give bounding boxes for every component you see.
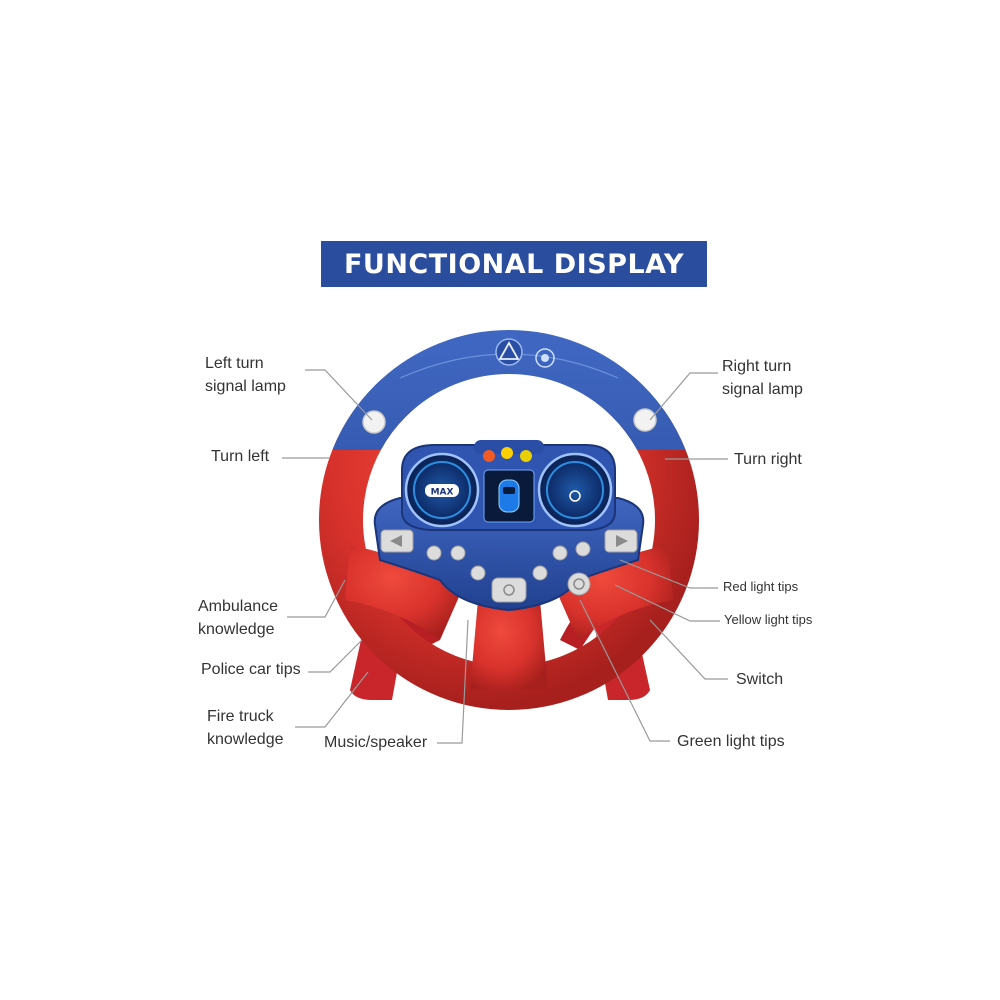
fire-truck-button[interactable] — [470, 565, 486, 581]
label-right-turn-signal-lamp: Right turn signal lamp — [722, 358, 803, 398]
label-ambulance-knowledge: Ambulance knowledge — [198, 598, 279, 638]
red-indicator-light — [483, 450, 495, 462]
label-red-light-tips: Red light tips — [723, 579, 799, 594]
yellow-indicator-light — [501, 447, 513, 459]
label-switch: Switch — [736, 671, 784, 688]
wheel-spokes — [345, 545, 673, 690]
leader-lines — [282, 369, 728, 744]
horn-icon — [535, 348, 555, 368]
red-light-button[interactable] — [552, 545, 568, 561]
ambulance-button[interactable] — [426, 545, 442, 561]
label-turn-left: Turn left — [211, 448, 270, 465]
right-gauge — [537, 452, 613, 528]
max-gauge-label: MAX — [431, 488, 454, 498]
left-gauge — [404, 452, 480, 528]
yellow-light-button[interactable] — [575, 541, 591, 557]
green-indicator-light — [520, 450, 532, 462]
label-yellow-light-tips: Yellow light tips — [724, 612, 813, 627]
switch-button[interactable] — [567, 572, 591, 596]
label-fire-truck-knowledge: Fire truck knowledge — [207, 708, 284, 748]
warning-triangle-icon[interactable] — [495, 338, 523, 366]
speaker-button[interactable] — [491, 577, 527, 603]
label-police-car-tips: Police car tips — [201, 661, 301, 678]
label-green-light-tips: Green light tips — [677, 733, 785, 750]
police-car-button[interactable] — [450, 545, 466, 561]
label-music-speaker: Music/speaker — [324, 734, 428, 751]
right-turn-signal-lamp[interactable] — [633, 408, 657, 432]
car-display-screen — [483, 469, 535, 523]
label-turn-right: Turn right — [734, 451, 802, 468]
turn-right-button[interactable] — [604, 529, 638, 553]
label-left-turn-signal-lamp: Left turn signal lamp — [205, 355, 286, 395]
title-banner: FUNCTIONAL DISPLAY — [321, 241, 707, 287]
green-light-button[interactable] — [532, 565, 548, 581]
turn-left-button[interactable] — [380, 529, 414, 553]
title-text: FUNCTIONAL DISPLAY — [343, 248, 685, 280]
